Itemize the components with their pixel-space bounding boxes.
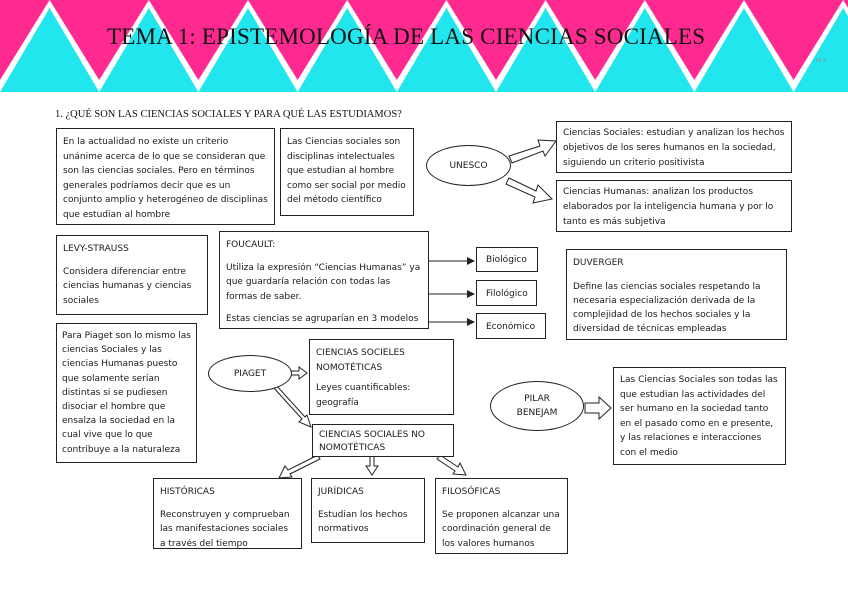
banner-cyan-pennant-8 <box>793 8 848 92</box>
duverger-text: Define las ciencias sociales respetando … <box>573 282 761 334</box>
block-arrow-unesco-sociales <box>508 139 557 164</box>
juridicas-box: JURÍDICAS Estudian los hechos normativos <box>311 478 425 543</box>
banner-cyan-pennant-7 <box>694 8 794 92</box>
arrow-to-historicas <box>278 454 321 479</box>
historicas-title: HISTÓRICAS <box>160 487 215 497</box>
intro-box: En la actualidad no existe un criterio u… <box>56 128 275 225</box>
banner-pink-pennant-5 <box>446 0 546 80</box>
banner-pink-pennant-9 <box>843 0 848 8</box>
juridicas-text: Estudian los hechos normativos <box>318 509 408 535</box>
ciencias-sociales-text: Ciencias Sociales: estudian y analizan l… <box>563 128 785 168</box>
foucault-text-models: Estas ciencias se agruparían en 3 modelo… <box>226 314 419 324</box>
filologico-box: Filológico <box>476 280 537 306</box>
levy-strauss-box: LEVY-STRAUSS Considera diferenciar entre… <box>56 235 208 315</box>
filosoficas-text: Se proponen alcanzar una coordinación ge… <box>442 509 560 549</box>
banner-pink-pennant-8 <box>744 0 844 80</box>
biologico-label: Biológico <box>486 255 527 265</box>
banner-cyan-pennant-5 <box>496 8 596 92</box>
economico-box: Económico <box>476 313 546 339</box>
nomoteticas-box: CIENCIAS SOCIELES NOMOTÉTICAS Leyes cuan… <box>309 339 454 415</box>
no-nomoteticas-label: CIENCIAS SOCIALES NO NOMOTÉTICAS <box>319 430 426 453</box>
filosoficas-box: FILOSÓFICAS Se proponen alcanzar una coo… <box>435 478 568 554</box>
intro-text: En la actualidad no existe un criterio u… <box>63 137 268 220</box>
arrow-piaget-nomoteticas <box>290 366 308 380</box>
levy-strauss-title: LEVY-STRAUSS <box>63 244 129 254</box>
banner-cyan-pennant-1 <box>99 8 199 92</box>
ciencias-sociales-box: Ciencias Sociales: estudian y analizan l… <box>556 121 792 173</box>
filosoficas-title: FILOSÓFICAS <box>442 487 501 497</box>
banner-pink-pennant-2 <box>148 0 248 80</box>
duverger-box: DUVERGER Define las ciencias sociales re… <box>566 249 787 340</box>
triangle-banner <box>0 0 848 92</box>
banner-pink-pennant-1 <box>49 0 149 80</box>
definition-text: Las Ciencias sociales son disciplinas in… <box>287 137 406 205</box>
pilar-text: Las Ciencias Sociales son todas las que … <box>620 375 778 458</box>
nomoteticas-text: Leyes cuantificables: geografía <box>316 383 411 408</box>
historicas-text: Reconstruyen y comprueban las manifestac… <box>160 509 290 549</box>
nomoteticas-title: CIENCIAS SOCIELES NOMOTÉTICAS <box>316 348 405 373</box>
foucault-box: FOUCAULT: Utiliza la expresión “Ciencias… <box>219 231 429 329</box>
banner-pink-pennant-4 <box>347 0 447 80</box>
banner-cyan-pennant-0 <box>0 8 100 92</box>
arrow-piaget-no-nomoteticas <box>272 384 312 428</box>
piaget-oval: PIAGET <box>208 355 292 392</box>
foucault-text: Utiliza la expresión “Ciencias Humanas” … <box>226 262 421 302</box>
unesco-label: UNESCO <box>449 160 488 171</box>
banner-pink-pennant-6 <box>545 0 645 80</box>
pilar-text-box: Las Ciencias Sociales son todas las que … <box>613 367 786 465</box>
economico-label: Económico <box>486 322 536 332</box>
piaget-text-box: Para Piaget son lo mismo las ciencias So… <box>56 323 197 463</box>
banner-cyan-pennant-6 <box>595 8 695 92</box>
banner-cyan-pennant-2 <box>198 8 298 92</box>
pilar-benejam-label: PILAR BENEJAM <box>516 394 558 418</box>
piaget-text: Para Piaget son lo mismo las ciencias So… <box>62 331 191 455</box>
arrow-to-juridicas <box>365 454 379 476</box>
banner-pink-pennant-0 <box>0 0 50 80</box>
historicas-box: HISTÓRICAS Reconstruyen y comprueban las… <box>153 478 302 549</box>
unesco-oval: UNESCO <box>426 145 511 186</box>
arrow-to-filosoficas <box>436 454 467 476</box>
biologico-box: Biológico <box>476 247 538 272</box>
juridicas-title: JURÍDICAS <box>318 487 364 497</box>
piaget-label: PIAGET <box>233 368 267 379</box>
banner-cyan-pennant-4 <box>396 8 496 92</box>
levy-strauss-text: Considera diferenciar entre ciencias hum… <box>63 266 192 306</box>
banner-pink-pennant-7 <box>644 0 744 80</box>
definition-box: Las Ciencias sociales son disciplinas in… <box>280 128 414 216</box>
ciencias-humanas-box: Ciencias Humanas: analizan los productos… <box>556 180 792 232</box>
section-question: 1. ¿QUÉ SON LAS CIENCIAS SOCIALES Y PARA… <box>55 109 402 120</box>
page-title: TEMA 1: EPISTEMOLOGÍA DE LAS CIENCIAS SO… <box>107 24 706 49</box>
block-arrow-unesco-humanas <box>505 177 554 204</box>
corner-mark: M V <box>816 58 828 64</box>
foucault-title: FOUCAULT: <box>226 240 276 250</box>
no-nomoteticas-box: CIENCIAS SOCIALES NO NOMOTÉTICAS <box>312 424 454 457</box>
ciencias-humanas-text: Ciencias Humanas: analizan los productos… <box>563 187 774 227</box>
arrow-pilar-text <box>584 395 612 421</box>
banner-cyan-pennant-3 <box>297 8 397 92</box>
banner-pink-pennant-3 <box>248 0 348 80</box>
duverger-title: DUVERGER <box>573 258 624 268</box>
filologico-label: Filológico <box>486 289 528 299</box>
pilar-benejam-oval: PILAR BENEJAM <box>490 381 584 431</box>
